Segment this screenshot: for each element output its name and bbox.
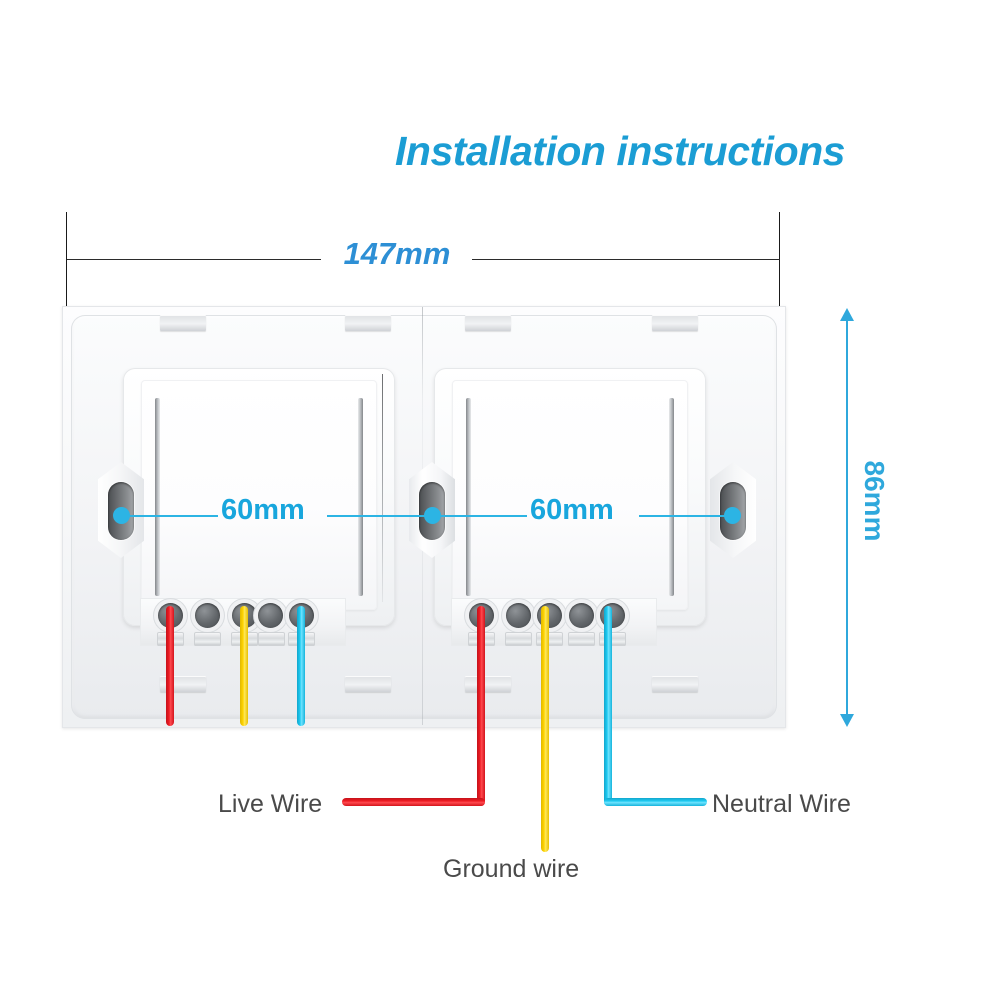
- terminal-hole: [195, 603, 220, 628]
- callout-endpoint-right: [724, 507, 741, 524]
- clip-notch: [345, 676, 391, 692]
- terminal-screw: [568, 632, 595, 646]
- module-vent-slot: [669, 398, 674, 596]
- clip-notch: [465, 676, 511, 692]
- callout-endpoint-left: [113, 507, 130, 524]
- wire-ground-right-vertical: [541, 606, 549, 852]
- wire-neutral-leader: [604, 798, 707, 806]
- dimension-label-module-right: 60mm: [530, 494, 614, 526]
- module-face: [141, 380, 377, 610]
- wire-live-right-vertical: [477, 606, 485, 806]
- terminal-screw: [258, 632, 285, 646]
- clip-notch: [652, 315, 698, 331]
- wire-label-ground: Ground wire: [443, 855, 580, 883]
- wire-label-live: Live Wire: [218, 790, 323, 818]
- wire-label-neutral: Neutral Wire: [712, 790, 851, 818]
- clip-notch: [345, 315, 391, 331]
- callout-line-right-a: [437, 515, 527, 517]
- page-title: Installation instructions: [395, 128, 845, 174]
- terminal-screw: [194, 632, 221, 646]
- dimension-label-module-left: 60mm: [221, 494, 305, 526]
- clip-notch: [652, 676, 698, 692]
- extension-line-right: [779, 212, 780, 322]
- terminal-screw: [505, 632, 532, 646]
- clip-notch: [160, 315, 206, 331]
- callout-endpoint-center: [424, 507, 441, 524]
- callout-line-right-b: [639, 515, 732, 517]
- module-shell: [434, 368, 706, 626]
- terminal-hole: [258, 603, 283, 628]
- arrow-up-icon: [840, 308, 854, 321]
- module-shell: [123, 368, 395, 626]
- module-vent-slot: [466, 398, 471, 596]
- wire-neutral-right-vertical: [604, 606, 612, 806]
- dimension-line-height: [846, 315, 848, 725]
- wire-ground-left: [240, 606, 248, 726]
- module-face-seam: [382, 374, 383, 602]
- wire-neutral-left: [297, 606, 305, 726]
- extension-line-left: [66, 212, 67, 322]
- dimension-label-height: 86mm: [857, 421, 891, 581]
- dimension-line-width-left: [67, 259, 321, 260]
- terminal-hole: [506, 603, 531, 628]
- dimension-line-width-right: [472, 259, 780, 260]
- clip-notch: [465, 315, 511, 331]
- wire-live-leader: [342, 798, 485, 806]
- switch-module-left: [123, 368, 395, 658]
- module-face: [452, 380, 688, 610]
- module-vent-slot: [155, 398, 160, 596]
- dimension-label-height-wrap: 86mm: [846, 421, 1000, 581]
- switch-module-right: [434, 368, 706, 658]
- terminal-hole: [569, 603, 594, 628]
- module-vent-slot: [358, 398, 363, 596]
- dimension-label-width: 147mm: [343, 236, 451, 271]
- callout-line-left-b: [327, 515, 431, 517]
- arrow-down-icon: [840, 714, 854, 727]
- callout-line-left-a: [126, 515, 218, 517]
- wire-live-left: [166, 606, 174, 726]
